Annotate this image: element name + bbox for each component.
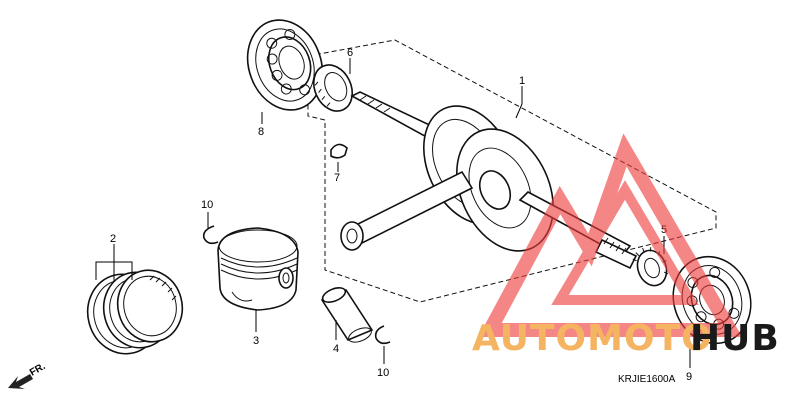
callout-7: 7 [334, 172, 340, 184]
piston-rings-part-2[interactable] [79, 263, 190, 362]
callouts: 1 6 8 7 5 9 10 10 3 4 2 [110, 47, 692, 383]
watermark-text-hub: HUB [690, 318, 780, 359]
image-code: KRJIE1600A [618, 374, 676, 385]
front-label: FR. [28, 361, 48, 379]
watermark-logo [478, 133, 743, 337]
callout-10-upper: 10 [201, 199, 213, 211]
circlip-part-10-upper[interactable] [202, 225, 219, 245]
piston-part-3[interactable] [217, 227, 299, 311]
callout-1: 1 [519, 75, 525, 87]
oil-seal-part-6[interactable] [307, 59, 360, 118]
callout-10-lower: 10 [377, 367, 389, 379]
piston-pin-part-4[interactable] [320, 285, 374, 345]
callout-8: 8 [258, 126, 264, 138]
front-direction-indicator: FR. [8, 361, 48, 389]
circlip-part-10-lower[interactable] [374, 325, 391, 345]
watermark-text-auto: AUTOMOTO [472, 318, 713, 359]
callout-3: 3 [253, 335, 259, 347]
watermark-text: AUTOMOTO HUB [472, 318, 780, 359]
bearing-part-8[interactable] [235, 9, 334, 120]
callout-6: 6 [347, 47, 353, 59]
arrow-left-icon [8, 374, 33, 389]
watermark-logo-mark [478, 133, 743, 337]
assembly-outline [307, 39, 717, 303]
callout-2: 2 [110, 233, 116, 245]
callout-4: 4 [333, 343, 339, 355]
callout-9: 9 [686, 371, 692, 383]
key-part-7[interactable] [330, 143, 348, 159]
crankshaft-part-1[interactable] [340, 91, 638, 270]
